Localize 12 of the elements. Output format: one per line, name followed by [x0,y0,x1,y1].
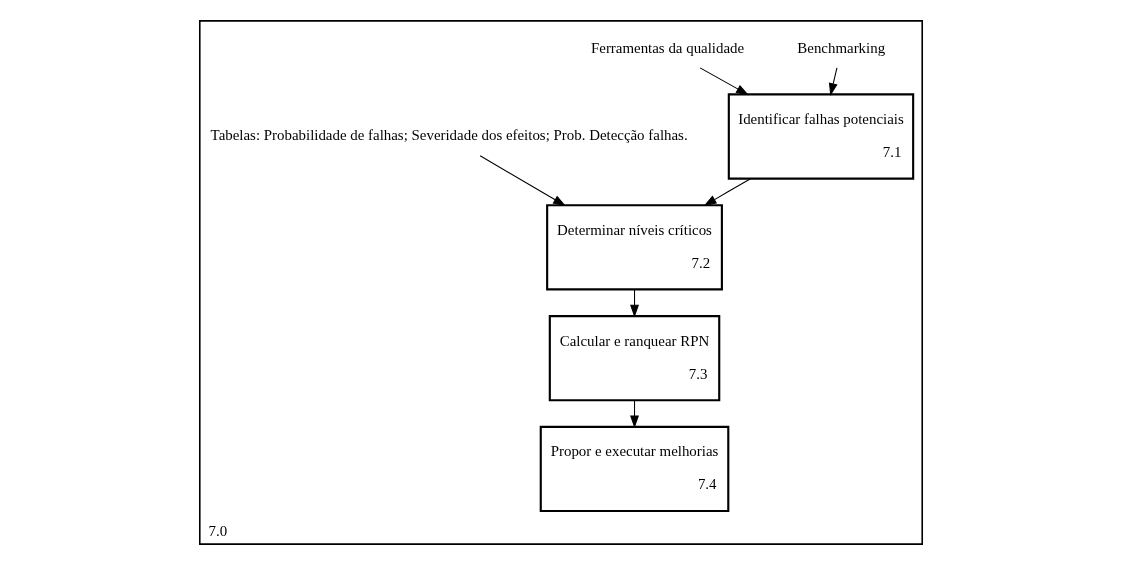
arrow [828,67,838,96]
node-box: Propor e executar melhorias 7.4 [539,425,730,513]
arrow [630,288,639,318]
arrow [479,155,566,207]
node-box: Calcular e ranquear RPN 7.3 [548,315,721,402]
node-text: Ferramentas da qualidade [590,39,745,56]
arrow [703,178,752,206]
node-box: Determinar níveis críticos 7.2 [546,204,723,291]
node-text: Benchmarking [797,39,886,56]
node-box: Identificar falhas potenciais 7.1 [727,93,915,180]
arrow [699,67,749,96]
node-text: Tabelas: Probabilidade de falhas; Severidade dos efeitos; Prob. Detecção falhas. [210,127,688,144]
